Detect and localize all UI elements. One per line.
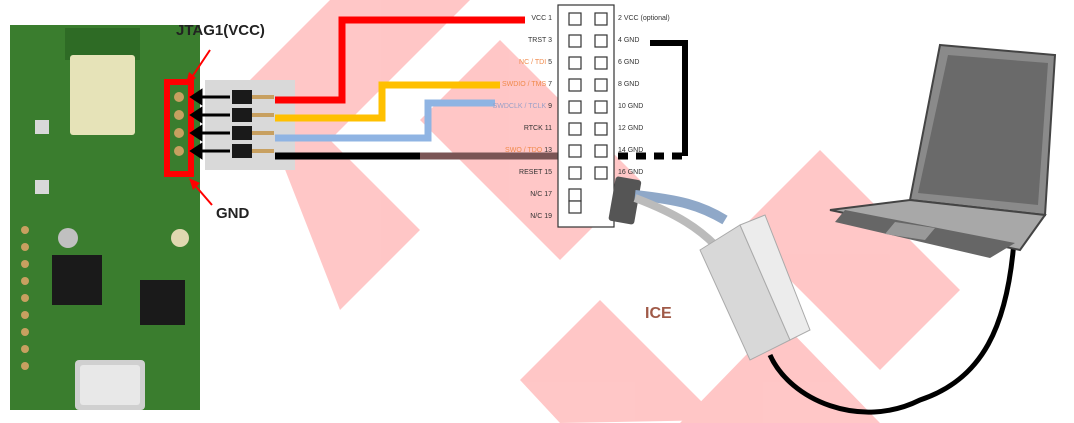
ice-adapter [608,176,1018,415]
jtag-label: JTAG1(VCC) [176,22,265,39]
pin-number: 11 [542,125,552,132]
header-pin-left-5: NC / TDI 5 [482,59,552,66]
header-pin-right-10: 10 GND [618,103,644,110]
pin-name: SWO / TDO [505,147,543,154]
wire-gnd-right [650,40,688,156]
laptop [829,43,1057,258]
header-pin-left-9: SWDCLK / TCLK 9 [482,103,552,110]
header-pin-right-4: 4 GND [618,37,640,44]
header-pin-right-16: 16 GND [618,169,644,176]
wire-vcc [275,16,525,104]
pin-number: 1 [546,15,552,22]
pin-number: 19 [542,213,552,220]
board-pad-column [21,226,29,370]
jtag-header-outline [164,79,194,177]
pin-number: 17 [542,191,552,198]
pin-name: RTCK [523,125,543,132]
pin-name: N/C [530,213,543,220]
gnd-label: GND [216,205,250,222]
jtag-20pin-header [557,4,615,228]
jtag-pointer [189,49,211,81]
pin-name: N/C [530,191,543,198]
header-pin-right-2: 2 VCC (optional) [618,15,670,22]
header-pin-left-19: N/C 19 [482,213,552,220]
pin-number: 9 [546,103,552,110]
pin-number: 3 [546,37,552,44]
header-pin-left-13: SWO / TDO 13 [482,147,552,154]
header-pin-right-12: 12 GND [618,125,644,132]
pin-name: SWDIO / TMS [501,81,547,88]
pin-name: TRST [528,37,547,44]
ice-label: ICE [645,305,672,322]
pin-number: 15 [542,169,552,176]
header-pin-left-7: SWDIO / TMS 7 [482,81,552,88]
connector-pins [232,90,274,158]
header-pin-left-1: VCC 1 [482,15,552,22]
pin-number: 5 [546,59,552,66]
pin-number: 7 [546,81,552,88]
pin-name: VCC [531,15,547,22]
dev-board [10,25,200,410]
header-pin-left-17: N/C 17 [482,191,552,198]
pin-number: 13 [542,147,552,154]
header-pin-left-3: TRST 3 [482,37,552,44]
pin-name: SWDCLK / TCLK [492,103,547,110]
header-pin-right-14: 14 GND [618,147,644,154]
header-pin-right-8: 8 GND [618,81,640,88]
wire-swdio [275,81,500,122]
pin-name: RESET [519,169,543,176]
pin-name: NC / TDI [519,59,547,66]
header-pin-left-11: RTCK 11 [482,125,552,132]
wire-swclk [275,99,495,142]
connector-arrows [189,88,230,160]
header-pin-left-15: RESET 15 [482,169,552,176]
header-pin-right-6: 6 GND [618,59,640,66]
watermark [250,0,960,423]
